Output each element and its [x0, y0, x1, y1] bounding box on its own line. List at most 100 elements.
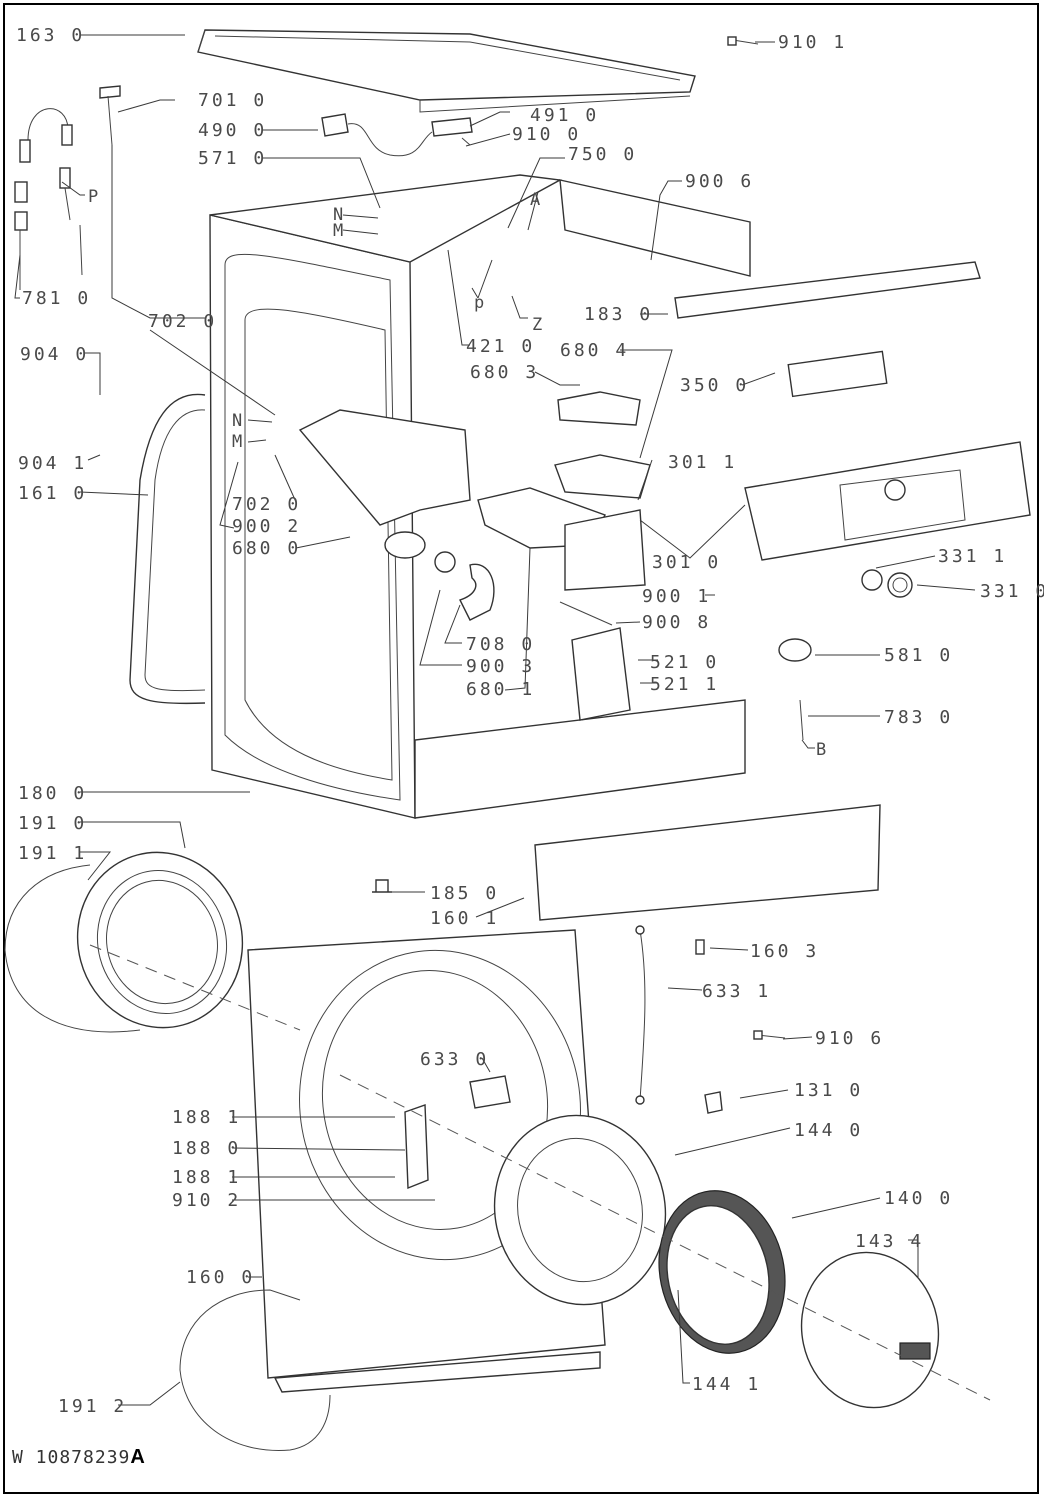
door-lock-part: [469, 1075, 511, 1109]
dispenser-housing-part: [298, 409, 471, 559]
label-161-0: 161 0: [18, 483, 87, 504]
svg-text:W 10878239A: W 10878239A: [12, 1446, 145, 1468]
pressure-switch-part: [778, 638, 812, 741]
rail-part: [674, 261, 981, 319]
label-144-0: 144 0: [794, 1120, 863, 1141]
label-701-0: 701 0: [198, 90, 267, 111]
label-633-0: 633 0: [420, 1049, 489, 1070]
control-panel-part: [744, 441, 1031, 561]
label-188-1-upper: 188 1: [172, 1107, 241, 1128]
electronic-module-part: [559, 601, 631, 721]
label-140-0: 140 0: [884, 1188, 953, 1209]
selector-knob-parts: [861, 569, 913, 598]
label-180-0: 180 0: [18, 783, 87, 804]
label-900-3: 900 3: [466, 656, 535, 677]
label-188-0: 188 0: [172, 1138, 241, 1159]
callout-labels: 163 0 910 1 701 0 490 0 491 0 910 0 571 …: [16, 25, 1044, 1417]
control-card-part: [787, 350, 888, 398]
label-421-0: 421 0: [466, 336, 535, 357]
label-708-0: 708 0: [466, 634, 535, 655]
label-B: B: [816, 740, 826, 760]
label-160-1: 160 1: [430, 908, 499, 929]
label-N-top: N: [333, 205, 343, 225]
door-inner-ring-part: [800, 1251, 940, 1409]
label-N-mid: N: [232, 411, 242, 431]
document-number: W 10878239: [12, 1447, 130, 1468]
label-781-0: 781 0: [22, 288, 91, 309]
label-490-0: 490 0: [198, 120, 267, 141]
label-191-0: 191 0: [18, 813, 87, 834]
cabinet-part: [209, 174, 751, 819]
label-A: A: [530, 190, 540, 210]
label-680-0: 680 0: [232, 538, 301, 559]
leader-lines: [14, 34, 976, 1406]
assembly-axis-lines: [89, 944, 991, 1401]
label-331-0: 331 0: [980, 581, 1044, 602]
label-910-0: 910 0: [512, 124, 581, 145]
screw-part: [727, 36, 759, 46]
top-panel-part: [197, 29, 696, 113]
label-900-1: 900 1: [642, 586, 711, 607]
label-191-1: 191 1: [18, 843, 87, 864]
label-301-0: 301 0: [652, 552, 721, 573]
document-code: W 10878239A: [12, 1446, 145, 1468]
label-680-4: 680 4: [560, 340, 629, 361]
label-M-mid: M: [232, 432, 242, 452]
tool-part: [99, 85, 121, 146]
label-900-2: 900 2: [232, 516, 301, 537]
label-188-1-lower: 188 1: [172, 1167, 241, 1188]
label-185-0: 185 0: [430, 883, 499, 904]
wiring-cable-part: [635, 925, 646, 1105]
door-glass-part: [658, 1190, 786, 1354]
label-P: P: [88, 187, 98, 207]
label-144-1: 144 1: [692, 1374, 761, 1395]
label-191-2: 191 2: [58, 1396, 127, 1417]
label-331-1: 331 1: [938, 546, 1007, 567]
label-904-0: 904 0: [20, 344, 89, 365]
label-131-0: 131 0: [794, 1080, 863, 1101]
label-Z: Z: [532, 315, 542, 335]
door-frame-outer-part: [493, 1114, 667, 1306]
drawing-frame: [3, 3, 1039, 1494]
label-900-8: 900 8: [642, 612, 711, 633]
label-160-3: 160 3: [750, 941, 819, 962]
label-350-0: 350 0: [680, 375, 749, 396]
sump-hose-part: [434, 551, 495, 621]
label-491-0: 491 0: [530, 105, 599, 126]
label-900-6: 900 6: [685, 171, 754, 192]
label-702-0-upper: 702 0: [148, 311, 217, 332]
label-910-2: 910 2: [172, 1190, 241, 1211]
document-revision: A: [130, 1446, 144, 1468]
label-160-0: 160 0: [186, 1267, 255, 1288]
label-750-0: 750 0: [568, 144, 637, 165]
label-680-3: 680 3: [470, 362, 539, 383]
door-hinge-part: [404, 1104, 429, 1190]
door-gasket-part: [4, 851, 244, 1033]
label-571-0: 571 0: [198, 148, 267, 169]
label-702-0-lower: 702 0: [232, 494, 301, 515]
tub-gasket-part: [129, 393, 206, 705]
label-680-1: 680 1: [466, 679, 535, 700]
label-910-1: 910 1: [778, 32, 847, 53]
label-143-4: 143 4: [855, 1231, 924, 1252]
cable-parts: [321, 113, 473, 157]
label-581-0: 581 0: [884, 645, 953, 666]
label-M-top: M: [333, 221, 343, 241]
label-521-1: 521 1: [650, 674, 719, 695]
label-633-1: 633 1: [702, 981, 771, 1002]
dispenser-drawer-parts: [477, 391, 651, 591]
label-163-0: 163 0: [16, 25, 85, 46]
label-521-0: 521 0: [650, 652, 719, 673]
foot-part: [372, 879, 392, 893]
label-183-0: 183 0: [584, 304, 653, 325]
small-hardware-parts: [695, 939, 786, 1114]
label-910-6: 910 6: [815, 1028, 884, 1049]
label-904-1: 904 1: [18, 453, 87, 474]
label-301-1: 301 1: [668, 452, 737, 473]
kick-plate-part: [534, 804, 881, 921]
label-p-lower: p: [474, 293, 484, 313]
label-783-0: 783 0: [884, 707, 953, 728]
spring-parts: [14, 108, 83, 290]
